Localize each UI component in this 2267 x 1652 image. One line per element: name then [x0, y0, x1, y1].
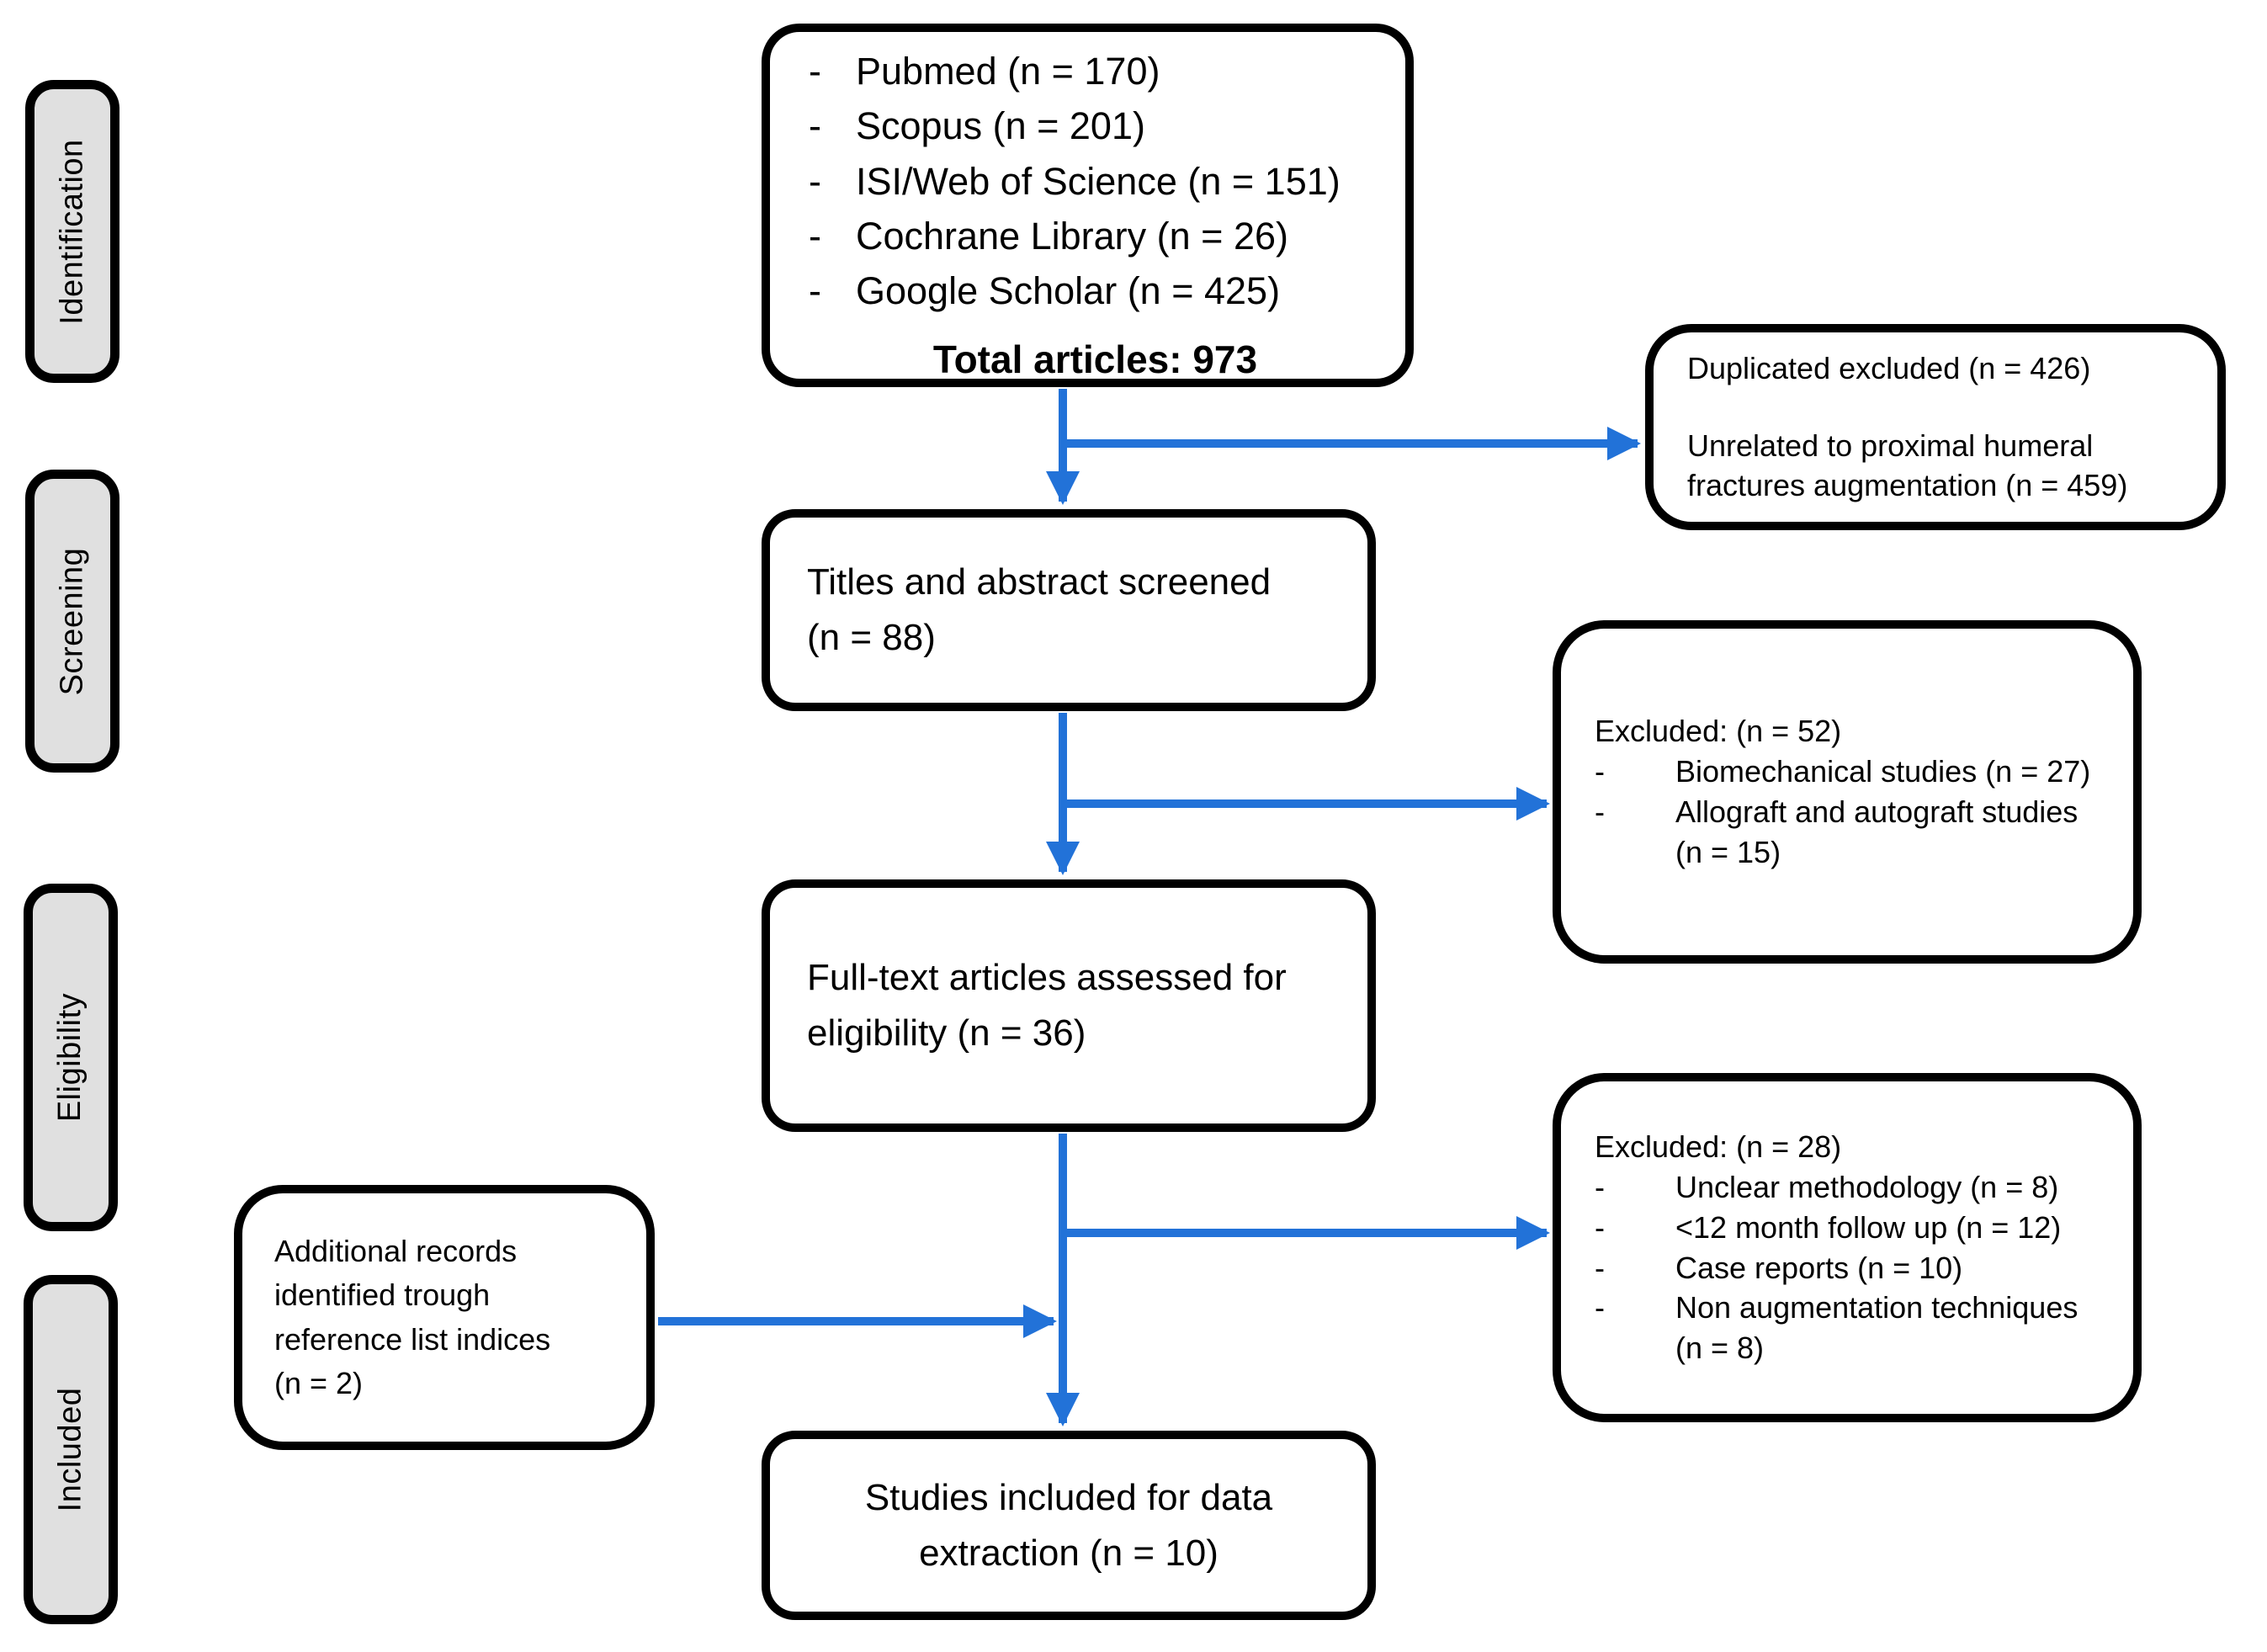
dash-bullet: - — [1595, 1290, 1605, 1325]
total-articles-label: Total articles: 973 — [932, 337, 1258, 382]
box-text: Titles and abstract screened — [807, 561, 1272, 603]
box-text: Additional records — [274, 1234, 518, 1269]
excluded-text: Duplicated excluded (n = 426) — [1687, 350, 2091, 385]
dash-bullet: - — [1595, 754, 1605, 789]
source-item: - Cochrane Library (n = 26) — [809, 209, 1382, 263]
excluded-heading: Excluded: (n = 52) — [1595, 714, 1842, 749]
box-text: extraction (n = 10) — [919, 1532, 1218, 1574]
source-item: - Pubmed (n = 170) — [809, 44, 1382, 98]
excluded-item-label: (n = 8) — [1675, 1331, 1765, 1366]
box-additional-records: Additional records identified trough ref… — [234, 1185, 655, 1450]
source-item-label: Scopus (n = 201) — [856, 104, 1145, 148]
stage-label-text: Screening — [54, 547, 90, 695]
excluded-heading: Excluded: (n = 28) — [1595, 1129, 1842, 1164]
box-screening-excluded: Excluded: (n = 52) - Biomechanical studi… — [1553, 620, 2142, 964]
excluded-item: - Case reports (n = 10) — [1595, 1248, 2120, 1288]
box-eligibility-excluded: Excluded: (n = 28) - Unclear methodology… — [1553, 1073, 2142, 1422]
excluded-item: - Non augmentation techniques (n = 8) — [1595, 1288, 2120, 1368]
box-titles-screened: Titles and abstract screened (n = 88) — [762, 509, 1376, 711]
stage-label-screening: Screening — [25, 470, 119, 773]
excluded-item-label: Case reports (n = 10) — [1675, 1250, 1963, 1285]
excluded-item-label: Allograft and autograft studies — [1675, 794, 2079, 829]
dash-bullet: - — [809, 104, 821, 148]
source-item-label: Cochrane Library (n = 26) — [856, 214, 1289, 258]
source-item-label: Pubmed (n = 170) — [856, 50, 1160, 93]
dash-bullet: - — [1595, 794, 1605, 829]
stage-label-text: Included — [52, 1387, 88, 1512]
box-text: reference list indices — [274, 1321, 551, 1357]
excluded-item-label: Biomechanical studies (n = 27) — [1675, 754, 2091, 789]
box-text: Studies included for data — [864, 1476, 1273, 1518]
box-included-studies: Studies included for data extraction (n … — [762, 1431, 1376, 1620]
excluded-item: - Biomechanical studies (n = 27) — [1595, 752, 2120, 792]
source-item-label: ISI/Web of Science (n = 151) — [856, 159, 1341, 203]
dash-bullet: - — [809, 214, 821, 258]
box-text: identified trough — [274, 1278, 491, 1313]
excluded-item-label: Unclear methodology (n = 8) — [1675, 1169, 2059, 1204]
dash-bullet: - — [1595, 1250, 1605, 1285]
box-text: (n = 88) — [807, 617, 936, 658]
stage-label-text: Identification — [54, 138, 90, 325]
excluded-text: Unrelated to proximal humeral — [1687, 428, 2094, 463]
excluded-item: - Allograft and autograft studies (n = 1… — [1595, 792, 2120, 873]
stage-label-text: Eligibility — [52, 992, 88, 1123]
box-fulltext-assessed: Full-text articles assessed for eligibil… — [762, 879, 1376, 1132]
box-database-sources: - Pubmed (n = 170) - Scopus (n = 201) - … — [762, 24, 1414, 387]
excluded-item: - <12 month follow up (n = 12) — [1595, 1208, 2120, 1248]
excluded-item-label: Non augmentation techniques — [1675, 1290, 2079, 1325]
box-duplicates-excluded: Duplicated excluded (n = 426) Unrelated … — [1645, 324, 2226, 530]
excluded-item-label: <12 month follow up (n = 12) — [1675, 1209, 2062, 1245]
dash-bullet: - — [1595, 1209, 1605, 1245]
source-item-label: Google Scholar (n = 425) — [856, 269, 1281, 312]
source-item: - ISI/Web of Science (n = 151) — [809, 154, 1382, 209]
source-item: - Google Scholar (n = 425) — [809, 263, 1382, 318]
box-text: eligibility (n = 36) — [807, 1012, 1086, 1054]
stage-label-identification: Identification — [25, 80, 119, 383]
dash-bullet: - — [1595, 1169, 1605, 1204]
stage-label-included: Included — [24, 1275, 118, 1624]
dash-bullet: - — [809, 269, 821, 312]
source-item: - Scopus (n = 201) — [809, 98, 1382, 153]
box-text: (n = 2) — [274, 1365, 364, 1400]
dash-bullet: - — [809, 50, 821, 93]
stage-label-eligibility: Eligibility — [24, 884, 118, 1231]
excluded-item: - Unclear methodology (n = 8) — [1595, 1167, 2120, 1208]
excluded-text: fractures augmentation (n = 459) — [1687, 468, 2128, 503]
box-text: Full-text articles assessed for — [807, 957, 1287, 998]
excluded-item-label: (n = 15) — [1675, 834, 1781, 869]
dash-bullet: - — [809, 159, 821, 203]
